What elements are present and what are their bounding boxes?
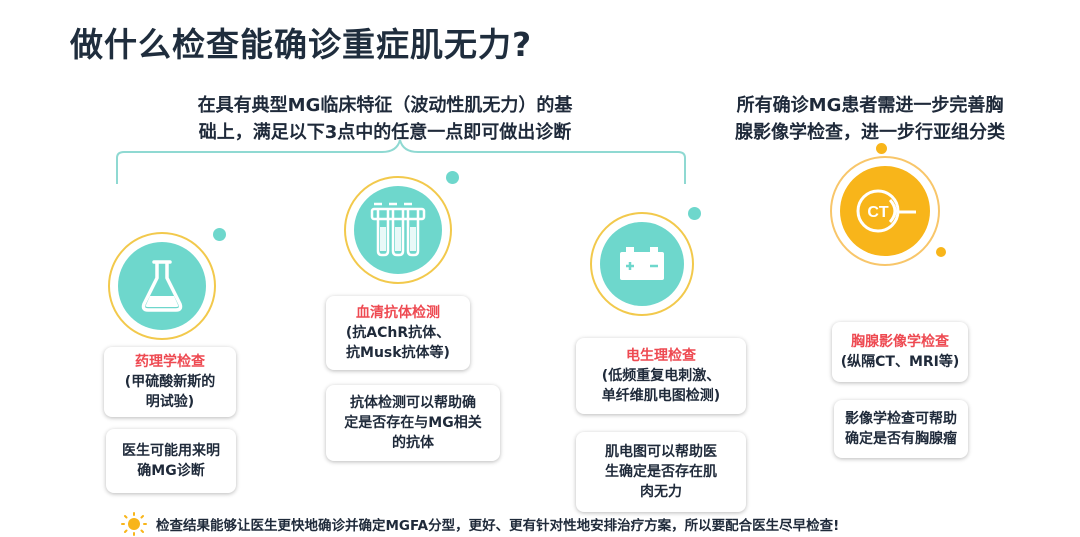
- page-title: 做什么检查能确诊重症肌无力?: [70, 25, 533, 64]
- pharmacology-icon-ring: [108, 232, 216, 340]
- serum-title: 血清抗体检测: [356, 305, 440, 321]
- decor-dot: [213, 228, 226, 241]
- decor-dot: [876, 143, 887, 154]
- electro-icon-ring: [590, 212, 694, 316]
- bracket-connector: [116, 139, 686, 184]
- serum-note-card: 抗体检测可以帮助确 定是否存在与MG相关 的抗体: [326, 385, 500, 461]
- ct-icon-ring: CT: [830, 156, 940, 266]
- pharmacology-detail-1: (甲硫酸新斯的: [124, 374, 216, 390]
- electro-detail-2: 单纤维肌电图检测): [601, 388, 721, 404]
- pharmacology-note-card: 医生可能用来明 确MG诊断: [106, 429, 236, 493]
- pharmacology-note-1: 医生可能用来明: [122, 443, 220, 459]
- criteria-line-2: 础上，满足以下3点中的任意一点即可做出诊断: [198, 122, 572, 143]
- footer-note: 检查结果能够让医生更快地确诊并确定MGFA分型，更好、更有针对性地安排治疗方案，…: [120, 512, 839, 536]
- battery-icon: [600, 222, 684, 306]
- chest-note-card: 影像学检查可帮助 确定是否有胸腺瘤: [834, 400, 968, 458]
- decor-dot: [446, 171, 459, 184]
- electro-detail-1: (低频重复电刺激、: [601, 368, 721, 384]
- serum-detail-1: (抗AChR抗体、: [345, 325, 451, 341]
- flask-icon: [118, 242, 206, 330]
- electro-note-2: 生确定是否存在肌: [605, 464, 717, 480]
- pharmacology-detail-2: 明试验): [145, 394, 195, 410]
- electro-note-3: 肉无力: [640, 484, 682, 500]
- chest-title: 胸腺影像学检查: [851, 334, 949, 350]
- thymus-line-2: 腺影像学检查，进一步行亚组分类: [735, 122, 1005, 143]
- serum-detail-2: 抗Musk抗体等): [346, 345, 450, 361]
- thymus-imaging-text: 所有确诊MG患者需进一步完善胸 腺影像学检查，进一步行亚组分类: [700, 92, 1040, 146]
- thymus-line-1: 所有确诊MG患者需进一步完善胸: [736, 95, 1004, 116]
- chest-card: 胸腺影像学检查 (纵隔CT、MRI等): [832, 322, 968, 382]
- footer-text: 检查结果能够让医生更快地确诊并确定MGFA分型，更好、更有针对性地安排治疗方案，…: [156, 518, 840, 534]
- serum-note-3: 的抗体: [392, 435, 434, 451]
- electro-note-1: 肌电图可以帮助医: [605, 444, 717, 460]
- chest-note-2: 确定是否有胸腺瘤: [845, 431, 957, 447]
- pharmacology-note-2: 确MG诊断: [137, 463, 205, 479]
- serum-note-1: 抗体检测可以帮助确: [350, 395, 476, 411]
- ct-scanner-icon: CT: [840, 166, 930, 256]
- ct-label: CT: [867, 204, 889, 221]
- serum-card: 血清抗体检测 (抗AChR抗体、 抗Musk抗体等): [326, 296, 470, 370]
- serum-note-2: 定是否存在与MG相关: [344, 415, 482, 431]
- serum-icon-ring: [344, 176, 452, 284]
- criteria-line-1: 在具有典型MG临床特征（波动性肌无力）的基: [197, 95, 573, 116]
- test-tubes-icon: [354, 186, 442, 274]
- decor-dot: [936, 247, 946, 257]
- decor-dot: [688, 207, 701, 220]
- chest-note-1: 影像学检查可帮助: [845, 411, 957, 427]
- electro-card: 电生理检查 (低频重复电刺激、 单纤维肌电图检测): [576, 338, 746, 414]
- sun-icon: [121, 512, 147, 536]
- pharmacology-title: 药理学检查: [135, 354, 205, 370]
- chest-detail-1: (纵隔CT、MRI等): [840, 354, 960, 370]
- diagnosis-criteria-text: 在具有典型MG临床特征（波动性肌无力）的基 础上，满足以下3点中的任意一点即可做…: [150, 92, 620, 146]
- pharmacology-card: 药理学检查 (甲硫酸新斯的 明试验): [104, 347, 236, 417]
- electro-title: 电生理检查: [626, 348, 696, 364]
- electro-note-card: 肌电图可以帮助医 生确定是否存在肌 肉无力: [576, 432, 746, 512]
